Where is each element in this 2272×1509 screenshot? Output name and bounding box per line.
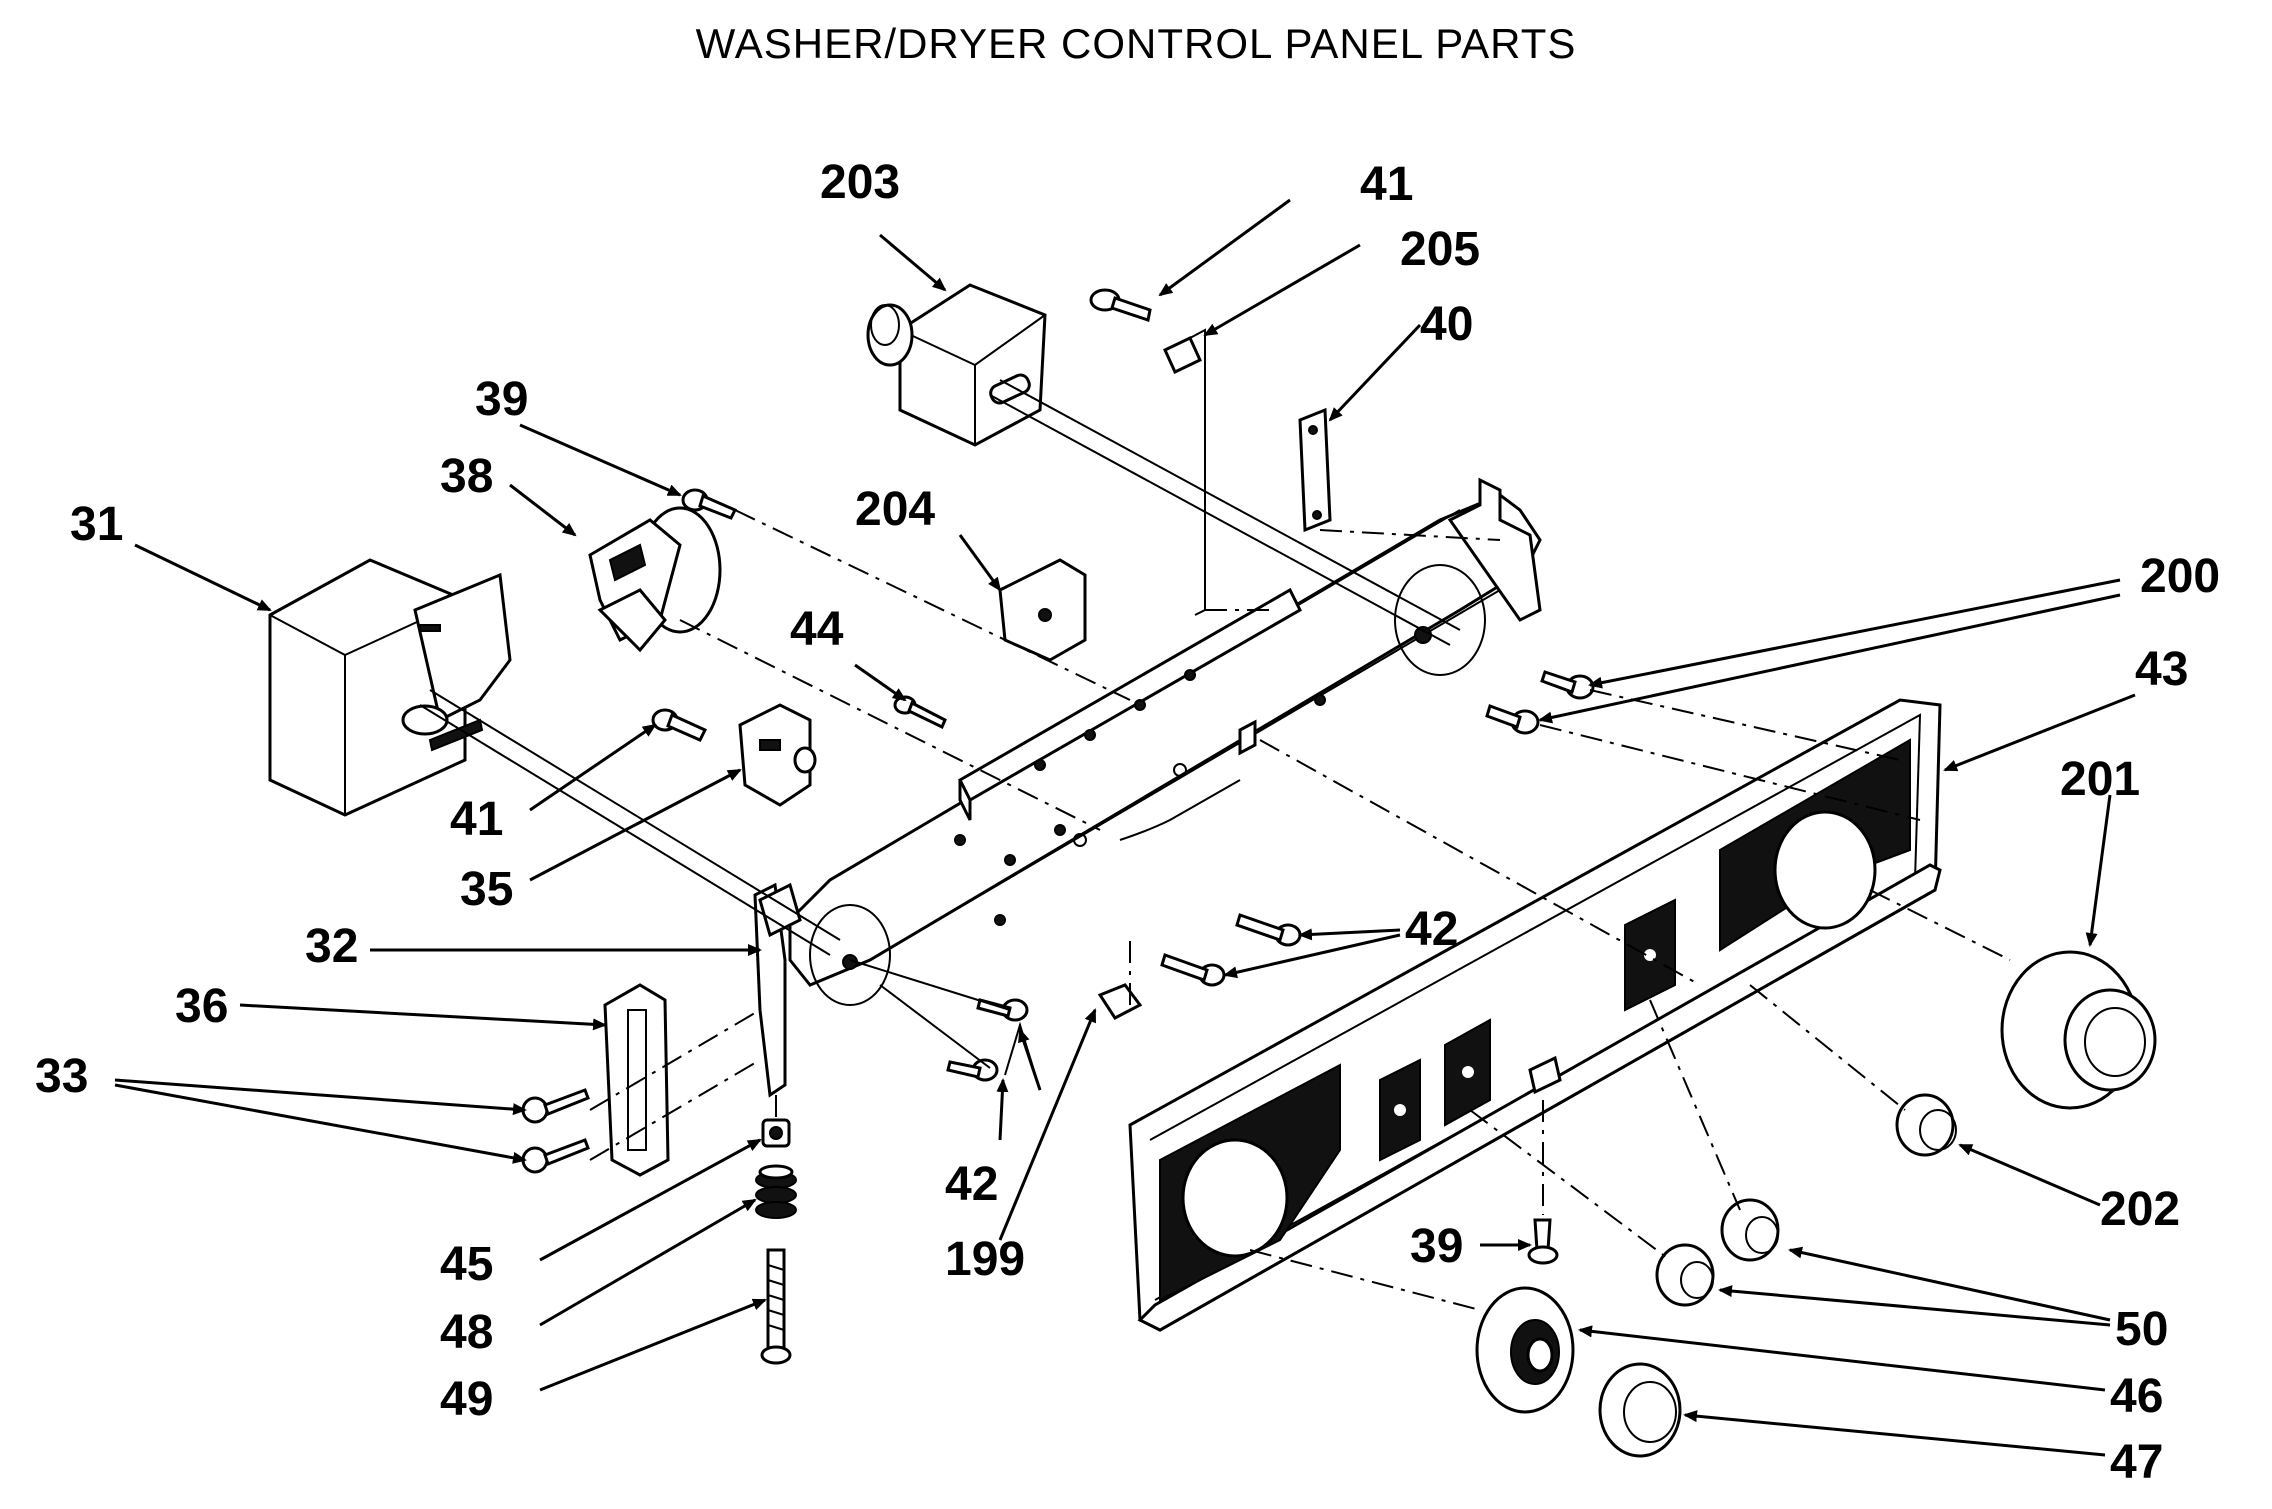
label-35: 35 [460, 863, 513, 916]
label-48: 48 [440, 1306, 493, 1359]
spacer-45 [761, 1118, 791, 1148]
diagram-title: WASHER/DRYER CONTROL PANEL PARTS [695, 20, 1577, 67]
screws-200 [1485, 670, 1595, 735]
label-201: 201 [2060, 753, 2140, 806]
label-33: 33 [35, 1050, 88, 1103]
screw-41-left [651, 708, 708, 742]
label-47: 47 [2110, 1436, 2163, 1489]
label-39-bottom: 39 [1410, 1220, 1463, 1273]
label-42-right: 42 [1405, 903, 1458, 956]
label-200: 200 [2140, 550, 2220, 603]
switch-assembly-38 [588, 506, 722, 653]
knobs-50 [1655, 1198, 1780, 1307]
bracket-32 [753, 882, 802, 1098]
label-204: 204 [855, 483, 935, 536]
label-46: 46 [2110, 1370, 2163, 1423]
clip-205 [1163, 328, 1206, 616]
label-31: 31 [70, 498, 123, 551]
label-203: 203 [820, 156, 900, 209]
bolt-49 [760, 1248, 792, 1365]
part-labels: 203 41 205 40 39 38 204 31 44 200 43 201… [35, 156, 2220, 1489]
label-36: 36 [175, 980, 228, 1033]
screw-41-top [1089, 288, 1152, 322]
knob-201 [2000, 950, 2157, 1110]
screws-42-right [1160, 913, 1302, 987]
label-44: 44 [790, 603, 844, 656]
screw-44 [893, 695, 947, 730]
clip-199 [1097, 983, 1143, 1020]
label-202: 202 [2100, 1183, 2180, 1236]
spring-48 [755, 1164, 797, 1219]
timer-assembly-203 [866, 283, 1047, 447]
screws-33 [521, 1088, 590, 1174]
timer-assembly-31 [268, 558, 512, 817]
switch-35 [738, 703, 817, 807]
switch-204 [998, 558, 1087, 662]
alignment-lines [419, 379, 2011, 1311]
label-41-top: 41 [1360, 158, 1413, 211]
knob-47 [1598, 1362, 1682, 1458]
label-45: 45 [440, 1238, 493, 1291]
knob-202 [1895, 1093, 1957, 1157]
label-49: 49 [440, 1373, 493, 1426]
screws-42-left [946, 998, 1029, 1082]
label-39-top: 39 [475, 373, 528, 426]
label-199: 199 [945, 1233, 1025, 1286]
control-panel-chassis [788, 477, 1542, 1006]
label-42-bottom: 42 [945, 1158, 998, 1211]
screw-39-bottom [1527, 1218, 1559, 1265]
label-38: 38 [440, 450, 493, 503]
front-console-panel [1128, 698, 1942, 1332]
label-50: 50 [2115, 1303, 2168, 1356]
label-205: 205 [1400, 223, 1480, 276]
screw-39-top [681, 488, 738, 520]
label-41-left: 41 [450, 793, 503, 846]
leader-arrows [114, 198, 2136, 1457]
handle-36 [603, 983, 670, 1177]
label-32: 32 [305, 920, 358, 973]
knob-46 [1475, 1286, 1575, 1414]
bracket-40 [1298, 407, 1332, 533]
label-40: 40 [1420, 298, 1473, 351]
label-43: 43 [2135, 643, 2188, 696]
